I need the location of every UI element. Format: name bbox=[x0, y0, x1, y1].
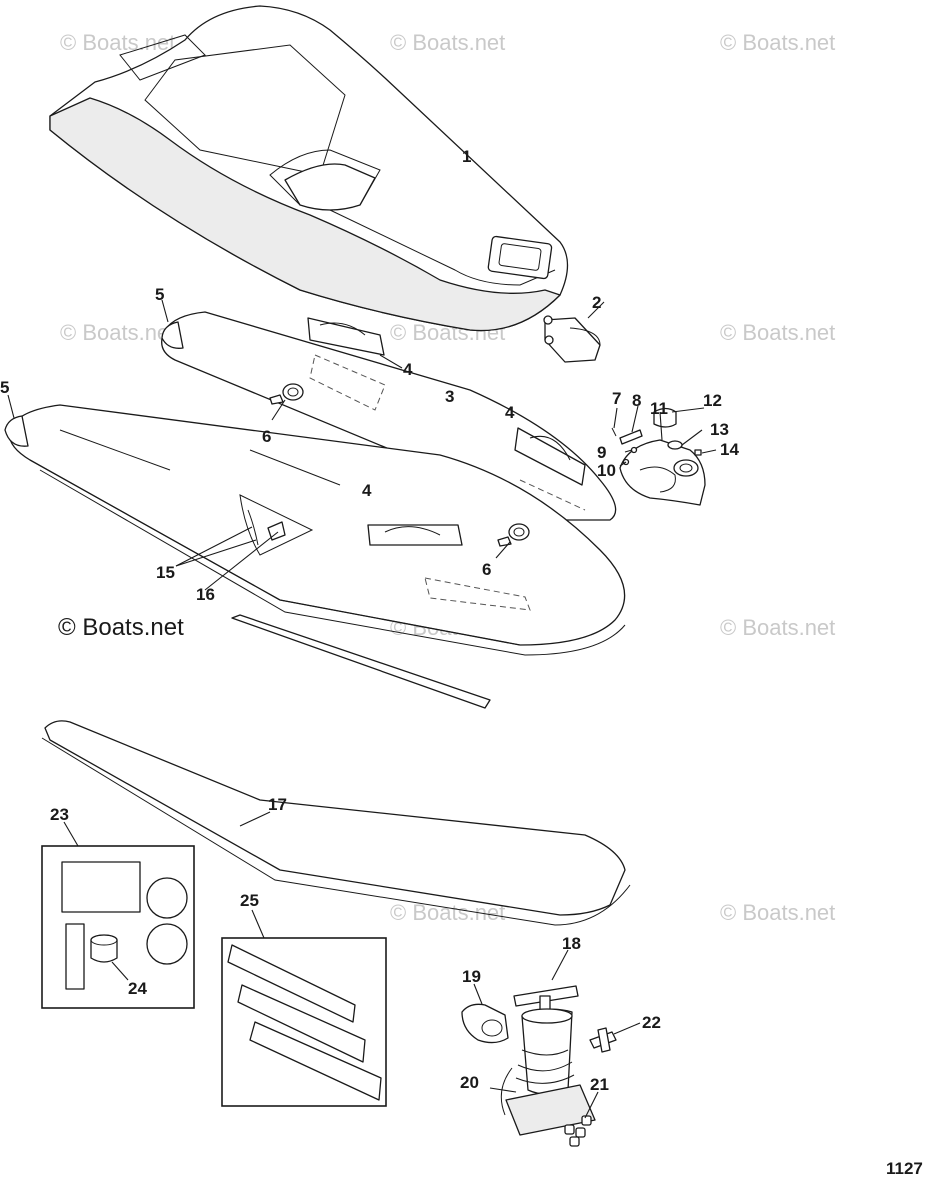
part-5-end-caps bbox=[4, 299, 184, 447]
part-24-adhesive bbox=[90, 934, 118, 963]
callout-7: 7 bbox=[612, 389, 621, 408]
part-3-tube-front bbox=[8, 404, 626, 656]
callout-25: 25 bbox=[240, 891, 259, 910]
watermark-text: © Boats.net bbox=[60, 320, 175, 345]
part-1-hull bbox=[49, 5, 569, 332]
callout-22: 22 bbox=[642, 1013, 661, 1032]
part-25-strips bbox=[221, 909, 387, 1107]
part-3-tube bbox=[161, 311, 617, 521]
callouts: 1 2 3 4 4 4 5 5 6 6 7 8 9 10 11 12 13 14… bbox=[0, 147, 739, 1094]
callout-13: 13 bbox=[710, 420, 729, 439]
watermark-text: © Boats.net bbox=[390, 900, 505, 925]
callout-5b: 5 bbox=[0, 378, 9, 397]
watermark-text: © Boats.net bbox=[720, 30, 835, 55]
callout-12: 12 bbox=[703, 391, 722, 410]
part-23-repair-kit bbox=[41, 821, 195, 1009]
part-15-16-patch bbox=[175, 494, 314, 591]
watermark-text: © Boats.net bbox=[60, 30, 175, 55]
part-19-adapter bbox=[461, 983, 509, 1044]
callout-6b: 6 bbox=[482, 560, 491, 579]
callout-10: 10 bbox=[597, 461, 616, 480]
callout-5a: 5 bbox=[155, 285, 164, 304]
watermark-text: © Boats.net bbox=[390, 30, 505, 55]
watermark-text: © Boats.net bbox=[720, 320, 835, 345]
callout-19: 19 bbox=[462, 967, 481, 986]
callout-11: 11 bbox=[650, 399, 668, 418]
part-17-floor bbox=[41, 614, 631, 926]
part-4-handles bbox=[307, 317, 586, 546]
callout-4c: 4 bbox=[362, 481, 372, 500]
callout-14: 14 bbox=[720, 440, 739, 459]
callout-3: 3 bbox=[445, 387, 454, 406]
callout-15: 15 bbox=[156, 563, 175, 582]
callout-24: 24 bbox=[128, 979, 147, 998]
callout-2: 2 bbox=[592, 293, 601, 312]
watermark-main: © Boats.net bbox=[58, 614, 184, 641]
callout-17: 17 bbox=[268, 795, 287, 814]
part-7-14-valve-assembly bbox=[611, 405, 717, 506]
callout-8: 8 bbox=[632, 391, 641, 410]
page-number: 1127 bbox=[886, 1159, 923, 1178]
callout-21: 21 bbox=[590, 1075, 609, 1094]
part-6-valves bbox=[269, 383, 530, 559]
watermark-text: © Boats.net bbox=[720, 900, 835, 925]
callout-9: 9 bbox=[597, 443, 606, 462]
callout-4b: 4 bbox=[505, 403, 515, 422]
callout-1: 1 bbox=[462, 147, 471, 166]
callout-20: 20 bbox=[460, 1073, 479, 1092]
callout-6a: 6 bbox=[262, 427, 271, 446]
part-21-nozzles bbox=[564, 1091, 599, 1147]
callout-18: 18 bbox=[562, 934, 581, 953]
part-18-20-pump bbox=[489, 949, 596, 1136]
watermark-text: © Boats.net bbox=[720, 615, 835, 640]
callout-23: 23 bbox=[50, 805, 69, 824]
callout-4a: 4 bbox=[403, 360, 413, 379]
part-2-u-bolt bbox=[543, 301, 605, 363]
callout-16: 16 bbox=[196, 585, 215, 604]
part-22-fitting bbox=[589, 1022, 641, 1053]
